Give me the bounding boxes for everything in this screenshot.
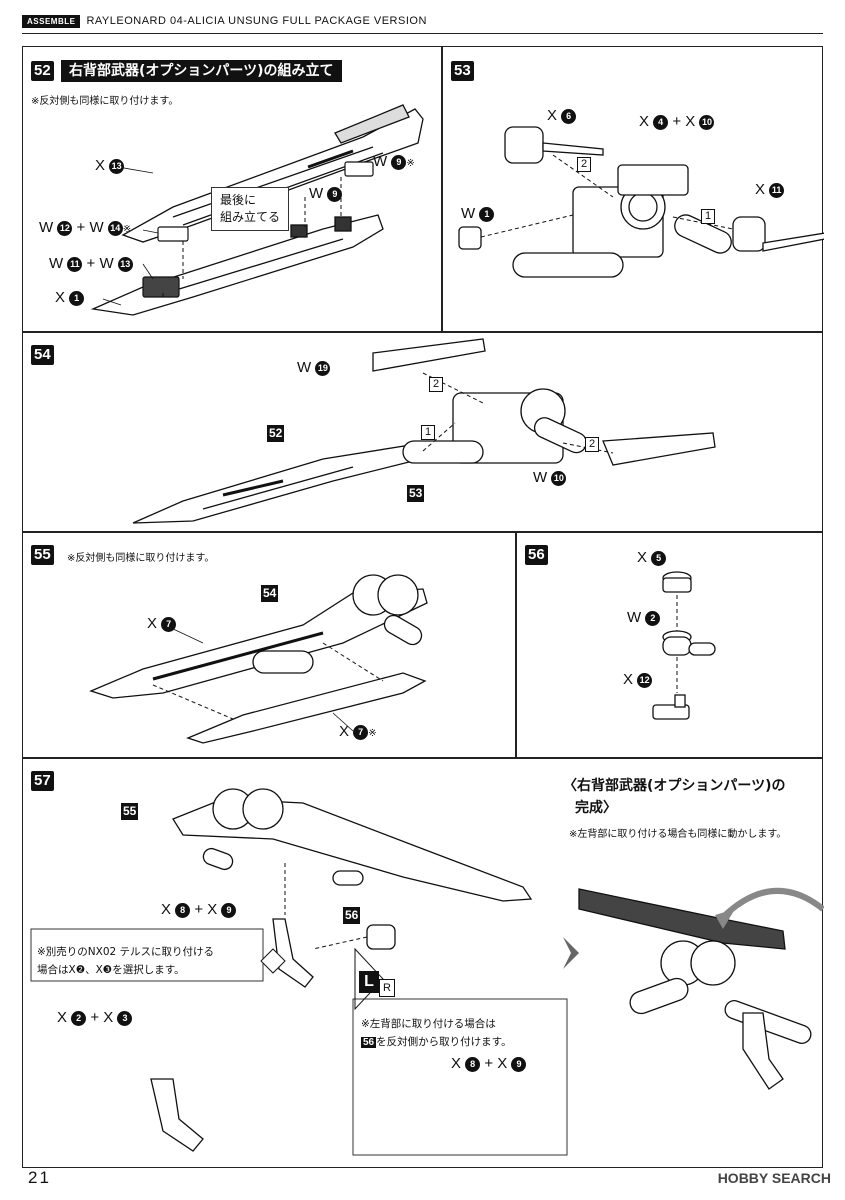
- part-number-badge: 9: [391, 154, 407, 170]
- sequence-marker: 2: [429, 377, 443, 392]
- part-label-x1: X 1: [55, 289, 85, 306]
- part-label-w19: W 19: [297, 359, 331, 376]
- part-label-x4-x10: X 4 + X 10: [639, 113, 715, 130]
- step-ref-52: 52: [267, 425, 285, 442]
- sequence-marker: 2: [577, 157, 591, 172]
- grip-assembly-drawing: [458, 126, 824, 278]
- step-54-panel: 54 W 19 W 10 52 53 2 1 2: [22, 332, 823, 532]
- part-label-x5: X 5: [637, 549, 667, 566]
- part-label-w1: W 1: [461, 205, 495, 222]
- part-number-badge: 9: [327, 186, 343, 202]
- step-note: ※反対側も同様に取り付けます。: [31, 96, 179, 107]
- part-label-x6: X 6: [547, 107, 577, 124]
- part-label-w12-w14: W 12 + W 14※: [39, 219, 132, 236]
- step-number: 54: [31, 345, 54, 365]
- part-label-x8-x9-left: X 8 + X 9: [451, 1055, 527, 1072]
- step-number: 57: [31, 771, 54, 791]
- part-label-x11: X 11: [755, 181, 785, 198]
- page-header: ASSEMBLE RAYLEONARD 04-ALICIA UNSUNG FUL…: [22, 14, 427, 28]
- part-label-w9-note: W 9※: [373, 153, 415, 170]
- step-number: 56: [525, 545, 548, 565]
- weapon-assembly-drawing: [90, 104, 424, 316]
- step-note: ※反対側も同様に取り付けます。: [67, 553, 215, 564]
- step-number: 53: [451, 61, 474, 81]
- assemble-last-callout: 最後に 組み立てる: [211, 187, 290, 231]
- step-ref-56: 56: [361, 1037, 377, 1048]
- header-divider: [22, 33, 823, 34]
- part-label-x13: X 13: [95, 157, 125, 174]
- completion-title: 〈右背部武器(オプションパーツ)の 完成〉: [563, 778, 786, 816]
- step-56-panel: 56 X 5 W 2 X 12: [516, 532, 823, 758]
- step-number: 52: [31, 61, 54, 81]
- part-label-w9: W 9: [309, 185, 343, 202]
- step-ref-53: 53: [407, 485, 425, 502]
- joint-assembly-drawing: [652, 571, 716, 720]
- part-label-w2: W 2: [627, 609, 661, 626]
- step-ref-54: 54: [261, 585, 279, 602]
- section-tag: ASSEMBLE: [22, 14, 81, 28]
- step-ref-55: 55: [121, 803, 139, 820]
- step-ref-56: 56: [343, 907, 361, 924]
- part-number-badge: 13: [109, 158, 125, 174]
- lr-marker: L R: [359, 971, 403, 997]
- final-assembly-drawing: [30, 788, 824, 1156]
- part-label-x7: X 7: [147, 615, 177, 632]
- part-label-x12: X 12: [623, 671, 653, 688]
- part-label-x2-x3: X 2 + X 3: [57, 1009, 133, 1026]
- completion-note: ※左背部に取り付ける場合も同様に動かします。: [569, 829, 787, 840]
- step-title: 右背部武器(オプションパーツ)の組み立て: [61, 60, 342, 82]
- sequence-marker: 2: [585, 437, 599, 452]
- watermark: HOBBY SEARCH: [717, 1170, 831, 1186]
- product-title: RAYLEONARD 04-ALICIA UNSUNG FULL PACKAGE…: [86, 15, 427, 27]
- part-label-x8-x9: X 8 + X 9: [161, 901, 237, 918]
- step-52-panel: 52 右背部武器(オプションパーツ)の組み立て ※反対側も同様に取り付けます。: [22, 46, 442, 332]
- sequence-marker: 1: [701, 209, 715, 224]
- part-label-w11-w13: W 11 + W 13: [49, 255, 133, 272]
- step-53-panel: 53 X 6 X 4 + X 10: [442, 46, 824, 332]
- nx02-note: ※別売りのNX02 テルスに取り付ける 場合はX❷、X❸を選択します。: [37, 946, 215, 976]
- page-number: 21: [28, 1168, 51, 1187]
- part-label-x7-note: X 7※: [339, 723, 377, 740]
- weapon-body-drawing: [132, 338, 716, 524]
- step-55-panel: 55 ※反対側も同様に取り付けます。 54 X 7 X 7※: [22, 532, 516, 758]
- blade-cover-drawing: [89, 574, 428, 744]
- step-number: 55: [31, 545, 54, 565]
- sequence-marker: 1: [421, 425, 435, 440]
- part-label-w10: W 10: [533, 469, 567, 486]
- step-57-panel: 57: [22, 758, 824, 1168]
